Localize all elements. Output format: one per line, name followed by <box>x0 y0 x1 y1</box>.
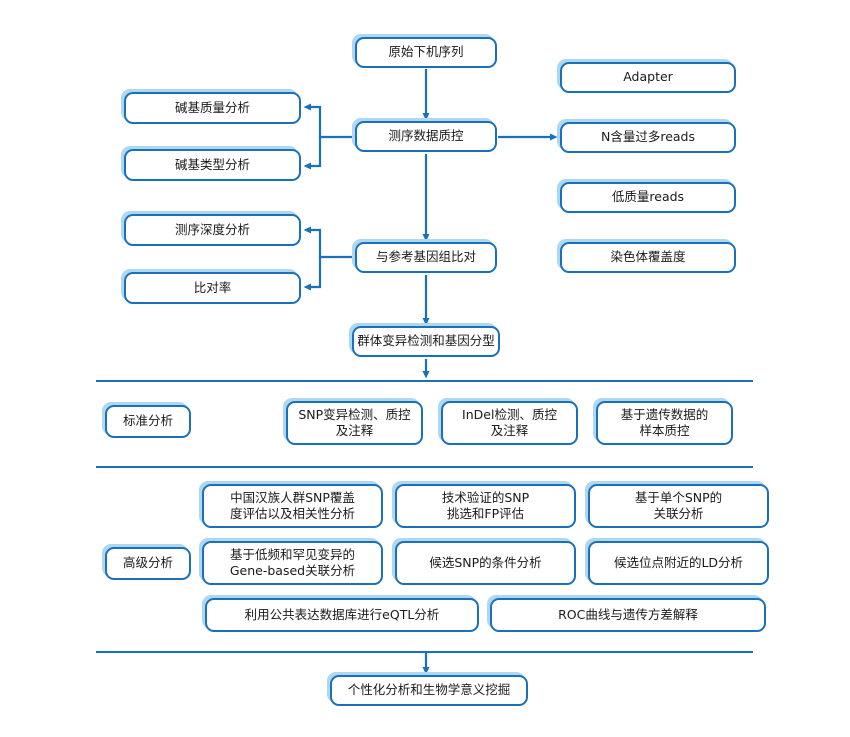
section-divider-standard <box>96 380 753 382</box>
branch-align-to-rate <box>303 256 322 291</box>
node-single-snp-association: 基于单个SNP的 关联分析 <box>588 484 769 528</box>
node-low-quality-reads: 低质量reads <box>560 182 736 213</box>
node-seq-data-qc: 测序数据质控 <box>355 121 497 152</box>
node-ld-analysis: 候选位点附近的LD分析 <box>588 541 769 585</box>
branch-qc-to-base-quality <box>303 103 356 139</box>
node-gene-based-association: 基于低频和罕见变异的 Gene-based关联分析 <box>202 541 383 585</box>
node-alignment-rate: 比对率 <box>124 272 301 304</box>
branch-align-to-depth <box>303 226 356 259</box>
node-indel-detection: InDel检测、质控 及注释 <box>441 401 578 445</box>
section-divider-advanced <box>96 466 753 468</box>
node-raw-sequence: 原始下机序列 <box>355 37 497 68</box>
label-standard-analysis: 标准分析 <box>105 405 191 438</box>
node-base-type-analysis: 碱基类型分析 <box>124 149 301 181</box>
branch-qc-to-base-type <box>303 136 322 170</box>
node-n-content-reads: N含量过多reads <box>560 122 736 153</box>
section-divider-bottom <box>96 651 753 653</box>
node-chromosome-coverage: 染色体覆盖度 <box>560 242 736 273</box>
node-han-snp-coverage: 中国汉族人群SNP覆盖 度评估以及相关性分析 <box>202 484 383 528</box>
node-snp-detection: SNP变异检测、质控 及注释 <box>286 401 423 445</box>
node-population-variant: 群体变异检测和基因分型 <box>352 326 500 357</box>
node-validated-snp: 技术验证的SNP 挑选和FP评估 <box>395 484 576 528</box>
label-advanced-analysis: 高级分析 <box>105 547 191 580</box>
node-depth-analysis: 测序深度分析 <box>124 214 301 246</box>
node-align-reference: 与参考基因组比对 <box>355 242 497 273</box>
node-adapter: Adapter <box>560 62 736 93</box>
node-personalized-analysis: 个性化分析和生物学意义挖掘 <box>330 675 528 706</box>
node-conditional-analysis: 候选SNP的条件分析 <box>395 541 576 585</box>
node-eqtl-analysis: 利用公共表达数据库进行eQTL分析 <box>205 598 479 632</box>
node-base-quality-analysis: 碱基质量分析 <box>124 92 301 124</box>
node-sample-qc: 基于遗传数据的 样本质控 <box>596 401 733 445</box>
node-roc-curve: ROC曲线与遗传方差解释 <box>490 598 766 632</box>
